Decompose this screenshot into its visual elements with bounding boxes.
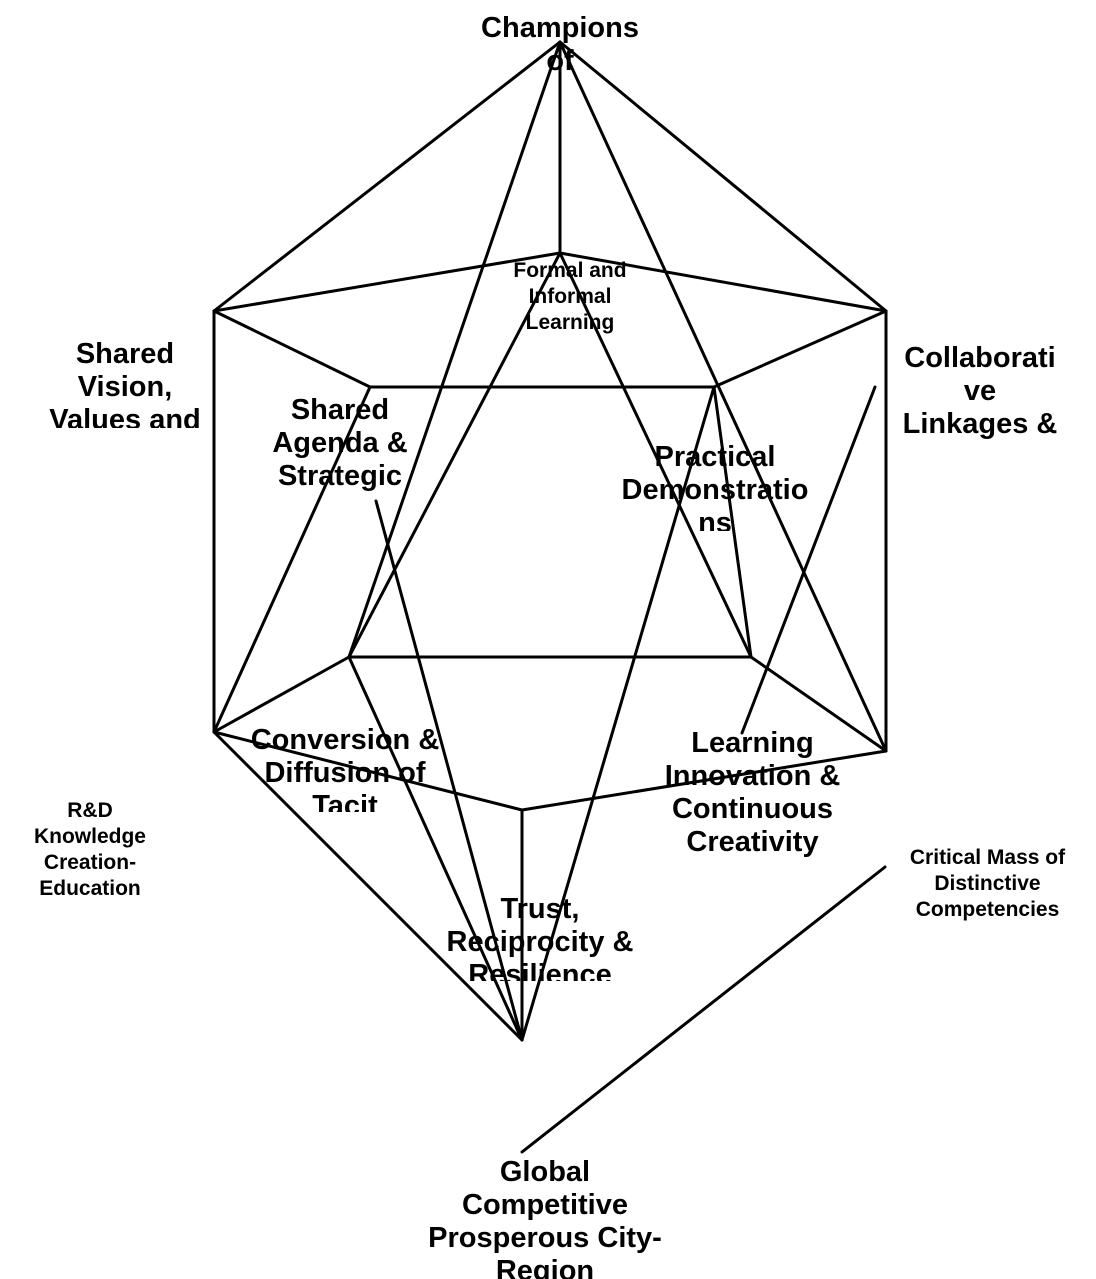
label-champions: Champions of — [481, 12, 639, 77]
label-trust-reciprocity: Trust, Reciprocity & Resilience — [446, 893, 634, 981]
edge-ur-ir — [712, 309, 888, 389]
edge-t-ur — [558, 40, 888, 313]
edge-ll-b — [212, 730, 524, 1042]
edge-it-ml — [347, 251, 562, 659]
edge-ur-it — [558, 251, 888, 313]
edge-t-lr — [558, 40, 888, 753]
label-critical-mass: Critical Mass of Distinctive Competencie… — [909, 846, 1066, 921]
edge-ul-il — [212, 309, 372, 389]
label-formal-informal-learning: Formal and Informal Learning — [513, 259, 627, 334]
edge-ul-it — [212, 251, 562, 313]
label-conversion-diffusion: Conversion & Diffusion of Tacit — [250, 724, 440, 812]
label-shared-agenda: Shared Agenda & Strategic — [272, 394, 408, 492]
label-shared-vision: Shared Vision, Values and — [49, 338, 201, 428]
edge-ir-b — [520, 385, 716, 1042]
label-learning-innovation: Learning Innovation & Continuous Creativ… — [664, 727, 841, 858]
edge-ll-ib — [212, 730, 524, 812]
edge-t-ml — [347, 40, 562, 659]
edge-ml-ll — [212, 655, 351, 734]
label-global-competitive: Global Competitive Prosperous City- Regi… — [428, 1156, 662, 1279]
edge-ib-lr — [520, 749, 888, 812]
label-rd-knowledge-creation: R&D Knowledge Creation- Education — [33, 799, 146, 900]
edge-il-ll — [212, 385, 372, 734]
edge-gl1-gl2 — [520, 865, 887, 1154]
label-collaborative-linkages: Collaborati ve Linkages & — [902, 342, 1058, 440]
edge-cr1-cr2 — [740, 385, 877, 735]
edge-t-ul — [212, 40, 562, 313]
edge-ml-b — [347, 655, 524, 1042]
edge-mr-lr — [749, 655, 888, 753]
edge-it-mr — [558, 251, 753, 659]
edge-sa1-b — [374, 499, 524, 1042]
label-practical-demonstrations: Practical Demonstratio ns — [621, 441, 809, 531]
edge-ir-mr — [712, 385, 753, 659]
